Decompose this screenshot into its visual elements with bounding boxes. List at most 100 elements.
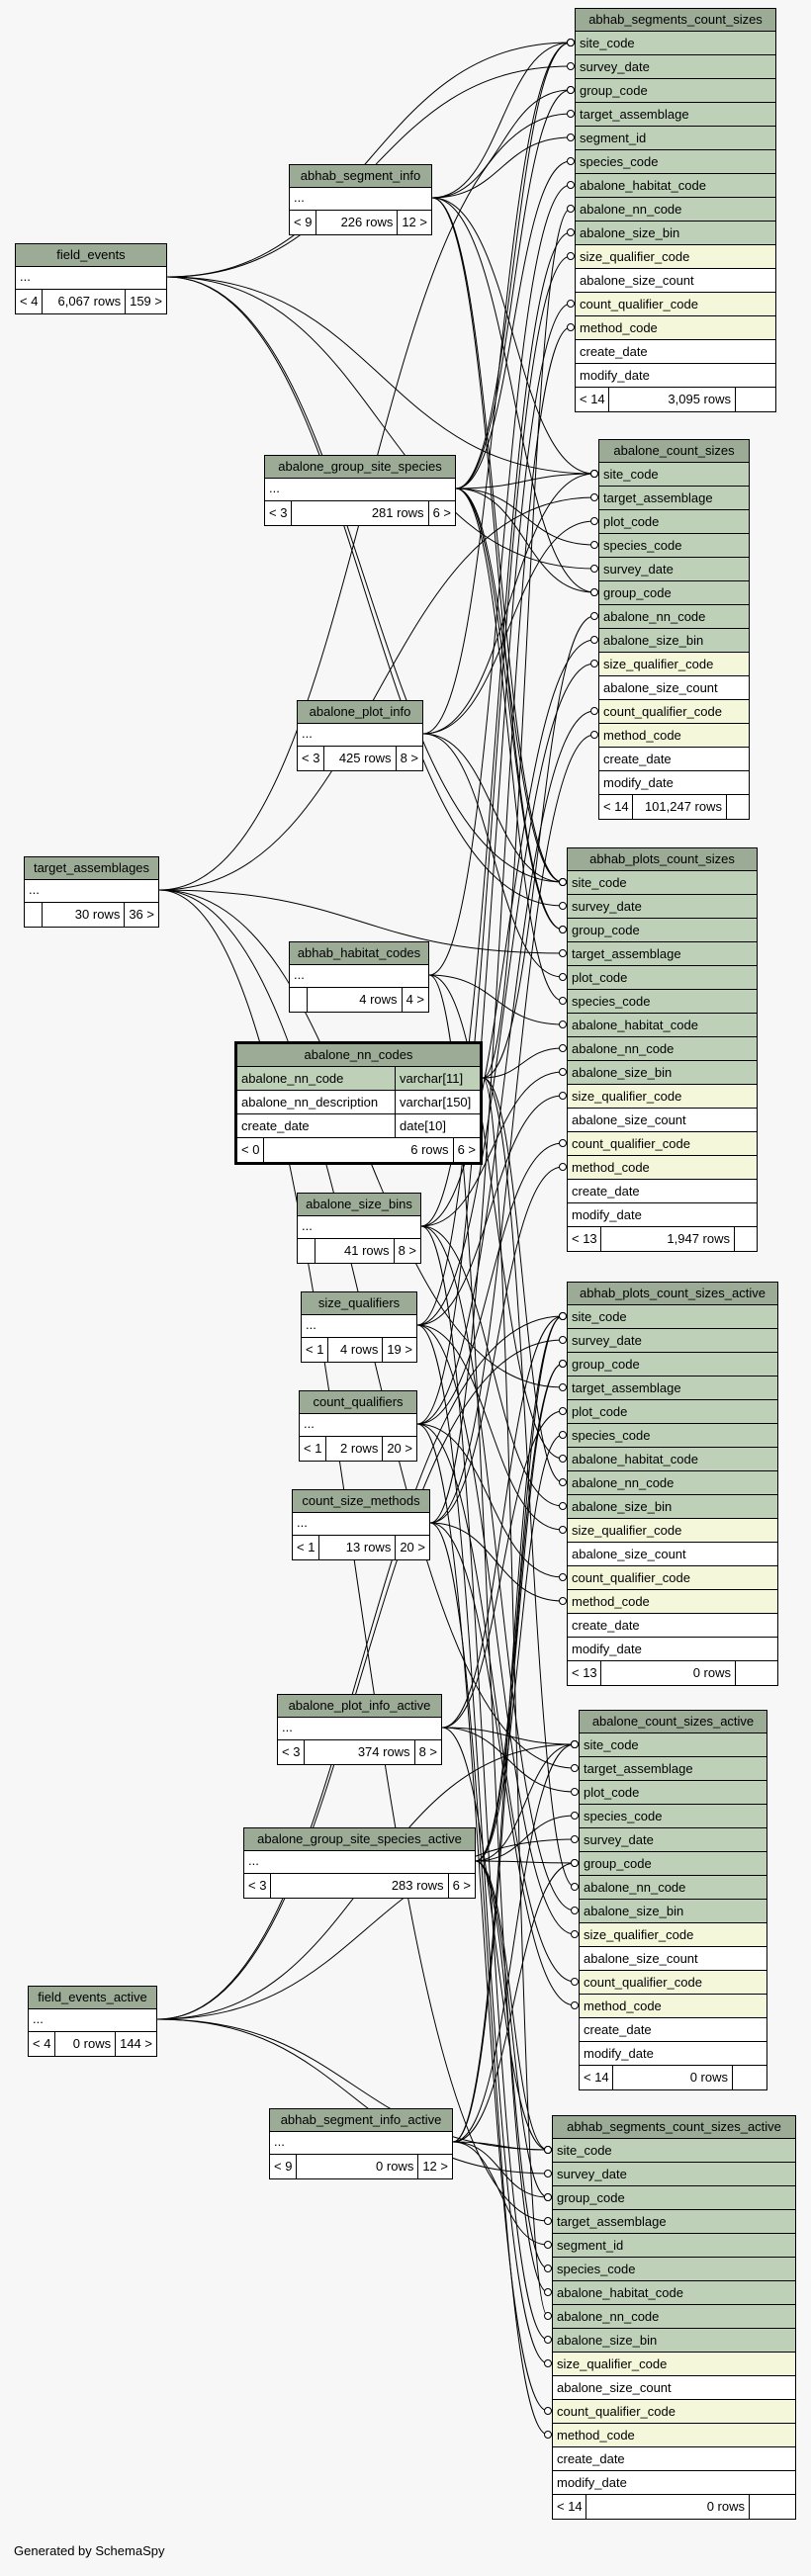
relationship-edge [455,488,595,546]
table-title: abalone_nn_codes [237,1044,480,1067]
relationship-edge [416,710,595,1425]
children-count [736,1661,777,1685]
column-segment-id: segment_id [553,2234,795,2258]
relationship-edge [452,2141,549,2246]
edge-endpoint-marker [544,2359,552,2367]
column-name: create_date [237,1114,396,1137]
table-title: field_events [16,244,166,267]
children-count: 8 > [398,1243,416,1258]
table-title: target_assemblages [25,857,158,880]
relationship-edge [416,1095,564,1326]
parents-count: < 4 [29,2032,56,2056]
column-plot-code: plot_code [599,510,749,534]
column-abalone-size-count: abalone_size_count [568,1543,777,1566]
parents-count: < 1 [302,1338,329,1362]
column-species-code: species_code [568,990,757,1014]
parents-count: < 0 [237,1138,265,1162]
column-abalone-size-count: abalone_size_count [568,1109,757,1132]
parents-count: < 3 [298,747,325,770]
edge-endpoint-marker [571,1812,579,1820]
relationship-edge [156,1838,576,2020]
relationship-edge [429,734,595,1524]
row-count: 4 rows [308,988,403,1012]
column-abalone-nn-code: abalone_nn_code [599,605,749,629]
relationship-edge [416,1423,576,1983]
edge-endpoint-marker [590,707,598,715]
edge-endpoint-marker [559,1383,567,1391]
edge-endpoint-marker [571,2001,579,2009]
edge-endpoint-marker [590,731,598,739]
column-modify-date: modify_date [553,2471,795,2495]
column-abalone-size-bin: abalone_size_bin [568,1495,777,1519]
column-count-qualifier-code: count_qualifier_code [568,1132,757,1156]
column-count-qualifier-code: count_qualifier_code [580,1971,766,1995]
column-site-code: site_code [553,2139,795,2163]
relationship-edge [441,1315,564,1729]
column-method-code: method_code [576,316,775,340]
column-survey-date: survey_date [580,1828,766,1852]
relationship-edge [475,1315,564,1862]
edge-endpoint-marker [590,588,598,596]
relationship-edge [455,488,564,883]
column-abalone-nn-code: abalone_nn_code [580,1876,766,1900]
edge-endpoint-marker [571,1907,579,1914]
children-count [733,2066,766,2089]
relationship-edge [482,1077,576,1888]
edge-endpoint-marker [559,949,567,957]
column-plot-code: plot_code [568,1400,777,1424]
relationship-edge [429,326,572,1524]
row-count: 0 rows [586,2495,750,2519]
relationship-edge [429,1522,549,2436]
edge-endpoint-marker [544,2146,552,2154]
edge-endpoint-marker [567,205,575,213]
parents-count: < 14 [599,795,633,819]
parents-count: < 3 [265,501,293,525]
relationship-edge [420,1071,564,1227]
edge-endpoint-marker [571,1764,579,1772]
column-abalone-size-count: abalone_size_count [580,1947,766,1971]
edge-endpoint-marker [590,660,598,667]
edge-endpoint-marker [567,300,575,308]
relationship-edge [428,974,564,1025]
edge-endpoint-marker [559,1336,567,1344]
column-create-date: create_date [568,1180,757,1203]
column-group-code: group_code [599,581,749,605]
row-count: 6,067 rows [43,290,127,313]
column-abalone-habitat-code: abalone_habitat_code [553,2281,795,2305]
row-count: 425 rows [324,747,397,770]
relationship-edge [156,2018,549,2175]
column-site-code: site_code [576,32,775,55]
parents-count: < 9 [270,2155,298,2178]
column-target-assemblage: target_assemblage [599,487,749,510]
relationship-edge [475,1860,549,2151]
edge-endpoint-marker [559,1431,567,1439]
column-group-code: group_code [580,1852,766,1876]
edge-endpoint-marker [571,1835,579,1843]
relationship-edge [416,255,572,1326]
